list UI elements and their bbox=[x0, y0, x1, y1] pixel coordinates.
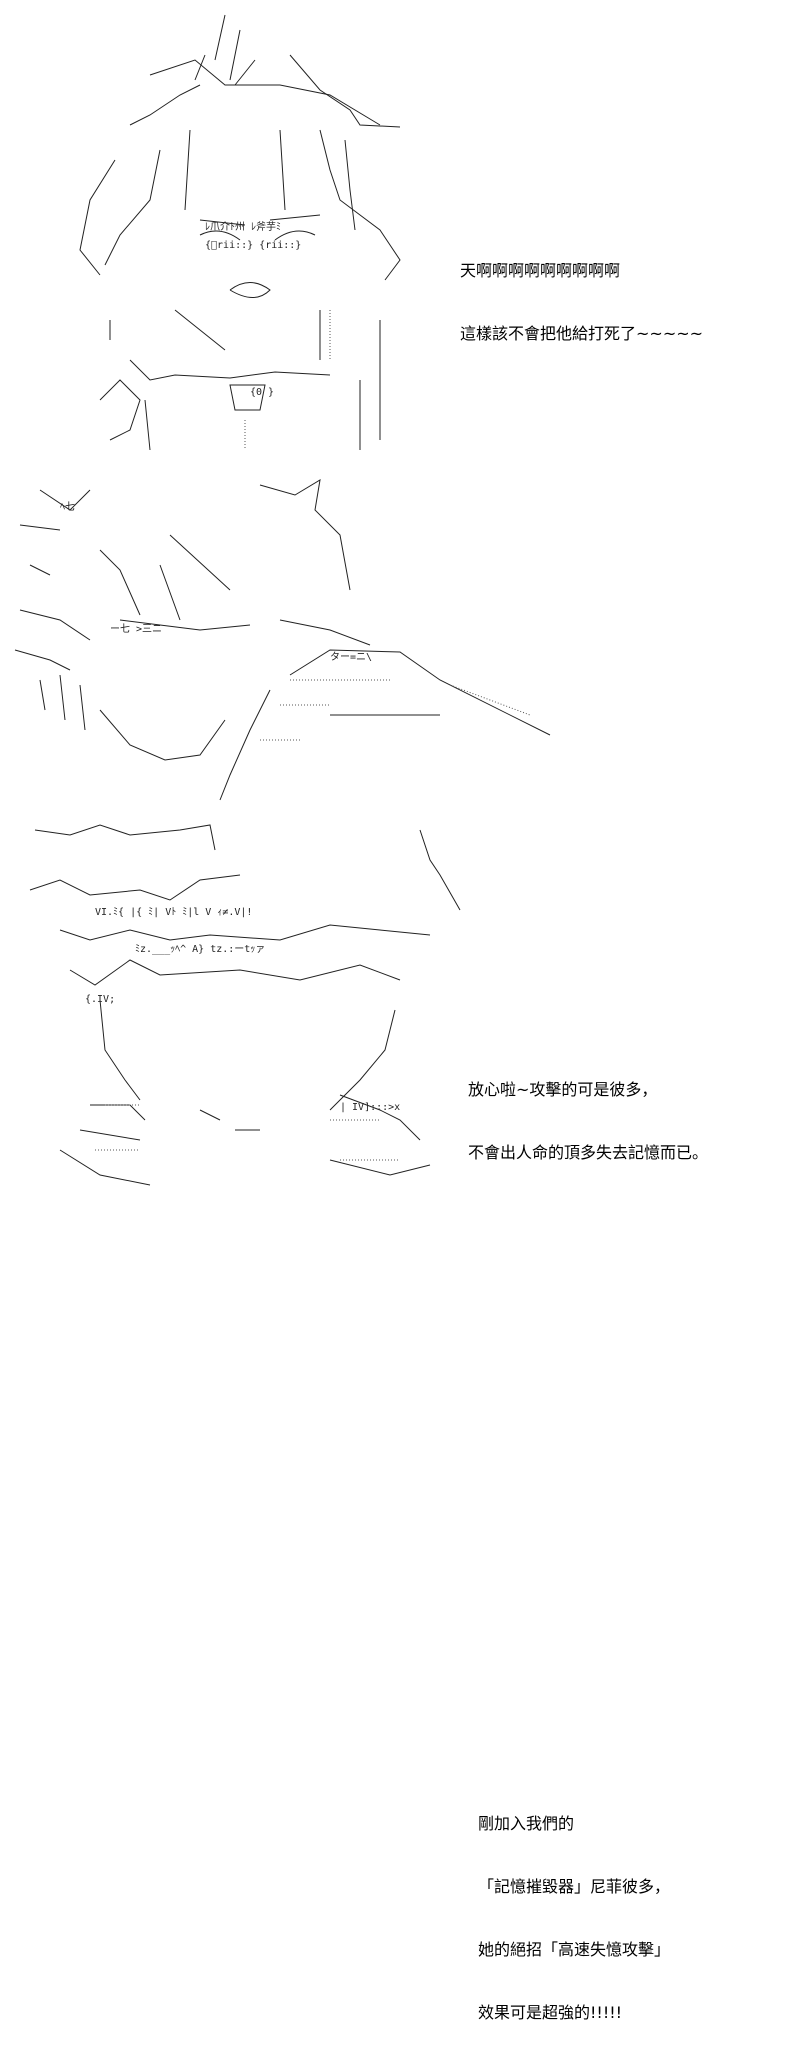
ascii-art-character-2: ﾍ七 ー七 >三ニ ター=ニ\ bbox=[14, 479, 551, 801]
speech-text-3: 剛加入我們的 「記憶摧毀器」尼菲彼多， 她的絕招「高速失憶攻擊」 效果可是超強的… bbox=[478, 1771, 670, 2065]
speech-line: 「記憶摧毀器」尼菲彼多， bbox=[478, 1877, 671, 1896]
ascii-art-character-1: ﾚ爪介ﾄ州 ﾚ斧芋ﾐ {ﾞrii::} {rii::} {0 } bbox=[79, 14, 401, 451]
svg-text:{ﾞrii::} {rii::}: {ﾞrii::} {rii::} bbox=[205, 240, 301, 251]
ascii-art-character-3: VI.ﾐ{ |{ ﾐ| Vﾄ ﾐ|l V ｨ≠.V|! ﾐz.___ｯﾍ^ A}… bbox=[29, 824, 461, 1186]
speech-line: 這樣該不會把他給打死了~~~~~ bbox=[460, 324, 704, 343]
speech-line: 不會出人命的頂多失去記憶而已。 bbox=[468, 1143, 709, 1162]
svg-text:ター=ニ\: ター=ニ\ bbox=[330, 651, 372, 663]
speech-line: 效果可是超強的!!!!! bbox=[478, 2003, 623, 2022]
svg-text:{0 }: {0 } bbox=[250, 387, 274, 398]
svg-text:VI.ﾐ{ |{ ﾐ| Vﾄ ﾐ|l V ｨ≠.V|!: VI.ﾐ{ |{ ﾐ| Vﾄ ﾐ|l V ｨ≠.V|! bbox=[95, 907, 252, 918]
panel-2: ﾍ七 ー七 >三ニ ター=ニ\ 放心啦~攻擊的可是彼多， 不會出人命的頂多失去記… bbox=[0, 470, 800, 1162]
panel-1: ﾚ爪介ﾄ州 ﾚ斧芋ﾐ {ﾞrii::} {rii::} {0 } 天啊啊啊啊啊啊… bbox=[0, 0, 800, 455]
svg-text:ﾚ爪介ﾄ州 ﾚ斧芋ﾐ: ﾚ爪介ﾄ州 ﾚ斧芋ﾐ bbox=[205, 221, 281, 233]
svg-text:ﾐz.___ｯﾍ^ A} tz.:ーtｯァ: ﾐz.___ｯﾍ^ A} tz.:ーtｯァ bbox=[135, 944, 265, 955]
speech-text-1: 天啊啊啊啊啊啊啊啊啊 這樣該不會把他給打死了~~~~~ bbox=[460, 218, 703, 386]
speech-line: 放心啦~攻擊的可是彼多， bbox=[468, 1080, 658, 1099]
speech-line: 天啊啊啊啊啊啊啊啊啊 bbox=[460, 261, 621, 280]
panel-3: VI.ﾐ{ |{ ﾐ| Vﾄ ﾐ|l V ｨ≠.V|! ﾐz.___ｯﾍ^ A}… bbox=[0, 820, 800, 2022]
speech-text-2: 放心啦~攻擊的可是彼多， 不會出人命的頂多失去記憶而已。 bbox=[468, 1037, 708, 1205]
svg-text:| IV]:::>x: | IV]:::>x bbox=[340, 1102, 400, 1113]
svg-text:{.IV;: {.IV; bbox=[85, 994, 115, 1005]
svg-text:ー七 >三ニ: ー七 >三ニ bbox=[110, 623, 162, 635]
speech-line: 她的絕招「高速失憶攻擊」 bbox=[478, 1940, 671, 1959]
speech-line: 剛加入我們的 bbox=[478, 1814, 575, 1833]
svg-text:ﾍ七: ﾍ七 bbox=[60, 501, 75, 513]
